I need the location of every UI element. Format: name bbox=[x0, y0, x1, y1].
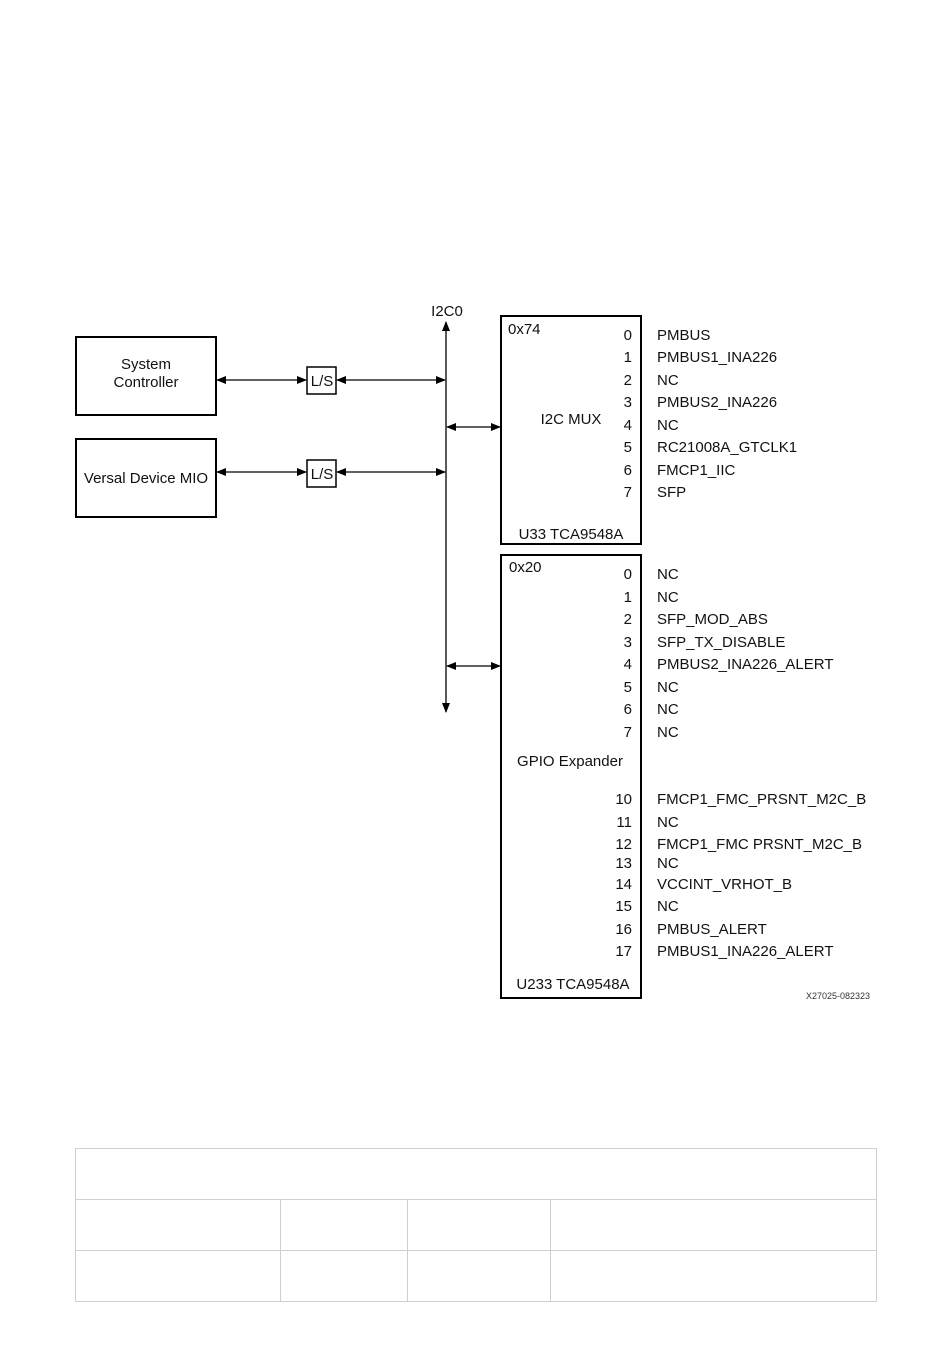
pin-signal-name: PMBUS1_INA226_ALERT bbox=[657, 943, 833, 960]
pin-number: 16 bbox=[615, 921, 632, 938]
pin-signal-name: PMBUS2_INA226_ALERT bbox=[657, 656, 833, 673]
pin-number: 7 bbox=[624, 484, 632, 501]
level-shifter-1-box bbox=[306, 366, 337, 395]
table-caption-cell bbox=[75, 1148, 877, 1200]
level-shifter-1-label: L/S bbox=[311, 373, 334, 390]
system-controller-label-line1: System bbox=[121, 356, 171, 373]
versal-mio-label: Versal Device MIO bbox=[84, 470, 208, 487]
pin-signal-name: NC bbox=[657, 417, 679, 434]
pin-signal-name: PMBUS2_INA226 bbox=[657, 394, 777, 411]
pin-signal-name: NC bbox=[657, 589, 679, 606]
pin-signal-name: PMBUS bbox=[657, 327, 710, 344]
pin-number: 5 bbox=[624, 439, 632, 456]
pin-number: 5 bbox=[624, 679, 632, 696]
pin-signal-name: NC bbox=[657, 898, 679, 915]
pin-signal-name: FMCP1_FMC_PRSNT_M2C_B bbox=[657, 791, 866, 808]
bus-label: I2C0 bbox=[431, 303, 463, 320]
pin-number: 13 bbox=[615, 855, 632, 872]
table-cell bbox=[407, 1199, 551, 1251]
pin-number: 14 bbox=[615, 876, 632, 893]
pin-number: 2 bbox=[624, 611, 632, 628]
i2c-block-diagram: I2C0 System Controller Versal Device MIO… bbox=[75, 303, 870, 1001]
pin-signal-name: NC bbox=[657, 855, 679, 872]
pin-signal-name: NC bbox=[657, 372, 679, 389]
table-cell bbox=[550, 1199, 877, 1251]
mux-address: 0x74 bbox=[508, 321, 541, 338]
pin-signal-name: FMCP1_IIC bbox=[657, 462, 736, 479]
gpio-name: GPIO Expander bbox=[517, 753, 623, 770]
pin-number: 6 bbox=[624, 462, 632, 479]
mux-part: U33 TCA9548A bbox=[519, 526, 624, 543]
pin-number: 3 bbox=[624, 394, 632, 411]
level-shifter-2-box bbox=[306, 459, 337, 488]
figure-id: X27025-082323 bbox=[806, 991, 870, 1001]
pin-number: 10 bbox=[615, 791, 632, 808]
pin-number: 12 bbox=[615, 836, 632, 853]
pin-number: 1 bbox=[624, 349, 632, 366]
pin-signal-name: RC21008A_GTCLK1 bbox=[657, 439, 797, 456]
table-cell bbox=[75, 1250, 281, 1302]
pin-number: 1 bbox=[624, 589, 632, 606]
pin-number: 0 bbox=[624, 566, 632, 583]
pin-signal-name: NC bbox=[657, 679, 679, 696]
pin-number: 6 bbox=[624, 701, 632, 718]
pin-signal-name: SFP_MOD_ABS bbox=[657, 611, 768, 628]
gpio-expander-box bbox=[500, 554, 642, 999]
pin-signal-name: SFP bbox=[657, 484, 686, 501]
table-cell bbox=[280, 1250, 408, 1302]
pin-signal-name: PMBUS1_INA226 bbox=[657, 349, 777, 366]
table-cell bbox=[407, 1250, 551, 1302]
mux-name: I2C MUX bbox=[541, 411, 602, 428]
level-shifter-2-label: L/S bbox=[311, 466, 334, 483]
pin-number: 4 bbox=[624, 417, 632, 434]
pin-signal-name: SFP_TX_DISABLE bbox=[657, 634, 785, 651]
table-cell bbox=[75, 1199, 281, 1251]
pin-signal-name: VCCINT_VRHOT_B bbox=[657, 876, 792, 893]
table-cell bbox=[280, 1199, 408, 1251]
pin-signal-name: NC bbox=[657, 814, 679, 831]
pin-number: 2 bbox=[624, 372, 632, 389]
pin-number: 15 bbox=[615, 898, 632, 915]
gpio-part: U233 TCA9548A bbox=[516, 976, 629, 993]
pin-number: 11 bbox=[616, 814, 632, 831]
i2c-mux-box bbox=[500, 315, 642, 545]
pin-signal-name: PMBUS_ALERT bbox=[657, 921, 767, 938]
pin-number: 17 bbox=[615, 943, 632, 960]
pin-number: 0 bbox=[624, 327, 632, 344]
pin-number: 7 bbox=[624, 724, 632, 741]
pin-signal-name: FMCP1_FMC PRSNT_M2C_B bbox=[657, 836, 862, 853]
versal-mio-box bbox=[75, 438, 217, 518]
pin-signal-name: NC bbox=[657, 701, 679, 718]
pin-signal-name: NC bbox=[657, 566, 679, 583]
table-row bbox=[75, 1250, 877, 1302]
table-cell bbox=[550, 1250, 877, 1302]
empty-table bbox=[75, 1148, 877, 1302]
gpio-address: 0x20 bbox=[509, 559, 542, 576]
pin-signal-name: NC bbox=[657, 724, 679, 741]
table-header-row bbox=[75, 1148, 877, 1200]
pin-number: 3 bbox=[624, 634, 632, 651]
pin-number: 4 bbox=[624, 656, 632, 673]
table-row bbox=[75, 1199, 877, 1251]
system-controller-label-line2: Controller bbox=[113, 374, 178, 391]
